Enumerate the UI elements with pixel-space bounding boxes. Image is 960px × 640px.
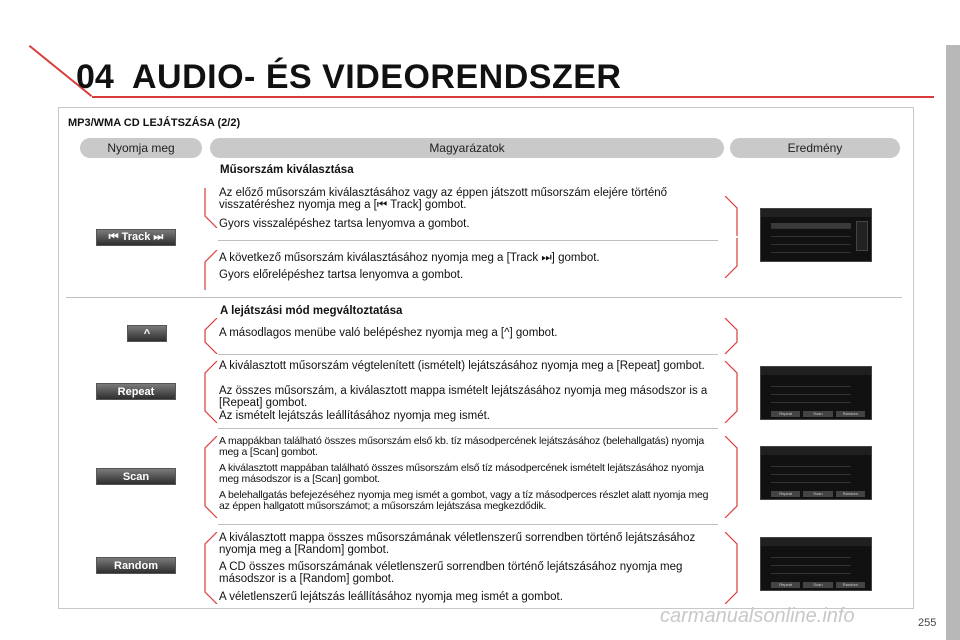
repeat-button[interactable]: Repeat [96,383,176,400]
chapter-title: AUDIO- ÉS VIDEORENDSZER [132,58,622,96]
screen-random-tab: Random [835,582,865,588]
bracket-right-icon [724,238,738,278]
scan-button-label: Scan [122,470,150,483]
watermark: carmanualsonline.info [660,605,855,627]
divider [218,524,718,525]
chapter-number: 04 [76,58,114,96]
text-fast-forward: Gyors előrelépéshez tartsa lenyomva a go… [219,269,464,281]
bracket-right-icon [724,318,738,354]
bracket-left-icon [204,532,218,604]
text-repeat-1: A kiválasztott műsorszám végtelenített (… [219,360,705,372]
column-header-explanation: Magyarázatok [210,138,724,158]
screen-repeat-tab: Repeat [771,582,801,588]
content-frame [58,107,914,609]
heading-track-select: Műsorszám kiválasztása [220,164,354,176]
text-random-1: A kiválasztott mappa összes műsorszámána… [219,532,696,556]
random-button-label: Random [114,559,158,572]
side-tab [946,45,960,640]
divider [218,354,718,355]
page-number: 255 [918,617,937,629]
bracket-left-icon [204,436,218,518]
divider [218,428,718,429]
block-divider [66,297,902,298]
up-button[interactable]: ^ [127,325,167,342]
text-prev-track: Az előző műsorszám kiválasztásához vagy … [219,187,668,211]
text-next-track: A következő műsorszám kiválasztásához ny… [219,252,600,264]
heading-play-mode: A lejátszási mód megváltoztatása [220,305,403,317]
screen-scan-tab: Scan [803,491,833,497]
screen-scan-tab: Scan [803,582,833,588]
scan-button[interactable]: Scan [96,468,176,485]
text-scan-1: A mappákban található összes műsorszám e… [219,435,705,458]
bracket-left-icon [204,318,218,354]
random-button[interactable]: Random [96,557,176,574]
text-repeat-3: Az ismételt lejátszás leállításához nyom… [219,410,490,422]
repeat-button-label: Repeat [117,385,155,398]
bracket-right-icon [724,361,738,423]
text-scan-3: A belehallgatás befejezéséhez nyomja meg… [219,489,709,512]
text-fast-back: Gyors visszalépéshez tartsa lenyomva a g… [219,218,470,230]
text-repeat-2: Az összes műsorszám, a kiválasztott mapp… [219,385,708,409]
bracket-right-icon [724,436,738,518]
text-scan-2: A kiválasztott mappában található összes… [219,462,704,485]
column-header-result: Eredmény [730,138,900,158]
divider [218,240,718,241]
up-button-label: ^ [143,327,151,340]
screen-random-tab: Random [835,411,865,417]
screen-scan-tab: Scan [803,411,833,417]
bracket-left-icon [204,250,218,290]
text-random-3: A véletlenszerű lejátszás leállításához … [219,591,563,603]
text-submenu: A másodlagos menübe való belépéshez nyom… [219,327,558,339]
bracket-left-icon [204,188,218,228]
track-button-label: ⏮ Track ⏭ [108,231,164,243]
column-header-press: Nyomja meg [80,138,202,158]
screen-repeat-tab: Repeat [771,491,801,497]
screen-track-list [760,208,872,262]
section-title: MP3/WMA CD LEJÁTSZÁSA (2/2) [68,117,241,129]
bracket-left-icon [204,361,218,423]
screen-random-tab: Random [835,491,865,497]
header-rule [92,96,934,98]
screen-repeat-tab: Repeat [771,411,801,417]
text-random-2: A CD összes műsorszámának véletlenszerű … [219,561,683,585]
bracket-right-icon [724,532,738,604]
bracket-right-icon [724,196,738,236]
track-button[interactable]: ⏮ Track ⏭ [96,229,176,246]
